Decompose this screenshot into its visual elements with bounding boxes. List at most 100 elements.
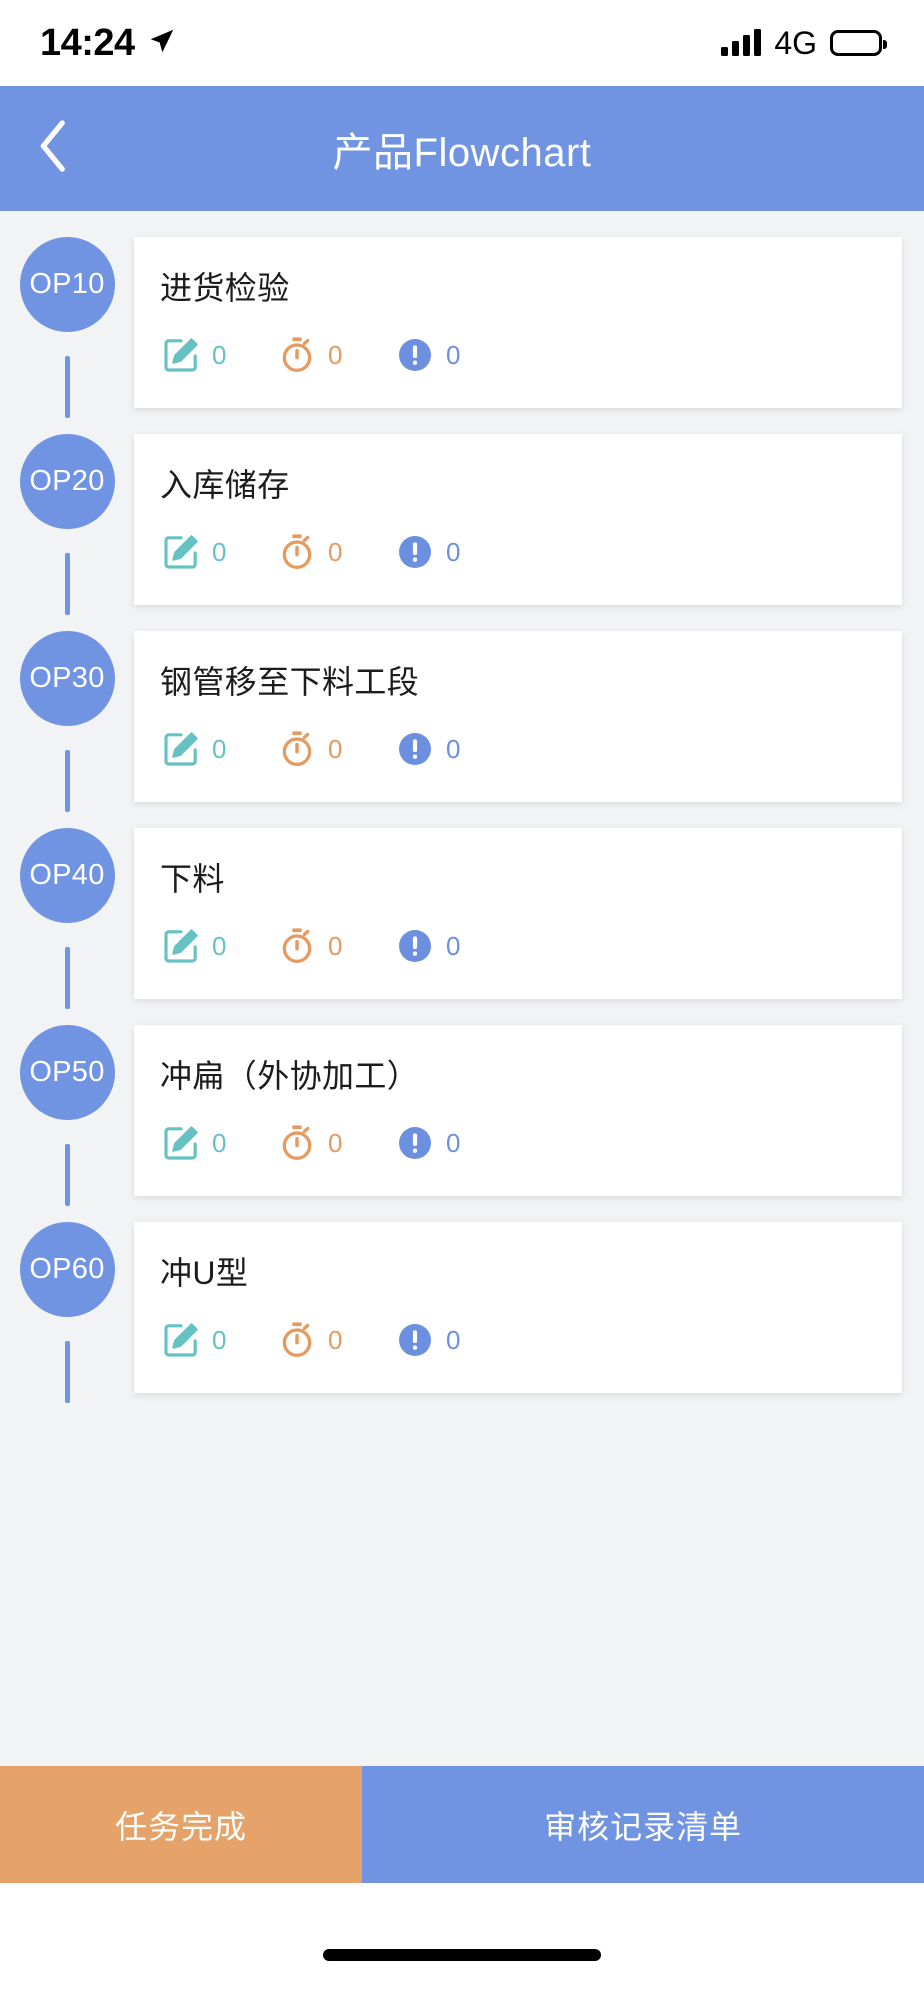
page-title: 产品Flowchart [332, 130, 592, 175]
note-count: 0 [212, 734, 227, 764]
home-indicator[interactable] [323, 1949, 601, 1961]
op-badge[interactable]: OP40 [19, 828, 115, 923]
status-bar-left: 14:24 [40, 24, 177, 62]
stopwatch-icon [276, 728, 318, 770]
exclamation-circle-icon [394, 531, 436, 573]
step-title: 进货检验 [160, 270, 290, 306]
timer-metric[interactable]: 0 [276, 531, 394, 573]
note-count: 0 [212, 931, 227, 961]
location-arrow-icon [147, 26, 177, 61]
edit-note-icon [160, 925, 202, 967]
step-connector-line [64, 750, 70, 812]
alert-metric[interactable]: 0 [394, 531, 510, 573]
step-metrics: 0 0 0 [160, 334, 902, 376]
status-bar: 14:24 4G [0, 0, 924, 86]
timer-count: 0 [328, 931, 343, 961]
note-metric[interactable]: 0 [160, 1319, 276, 1361]
stopwatch-icon [276, 925, 318, 967]
op-badge[interactable]: OP30 [19, 631, 115, 726]
timer-metric[interactable]: 0 [276, 334, 394, 376]
edit-note-icon [160, 531, 202, 573]
alert-count: 0 [446, 734, 461, 764]
step-connector-line [64, 947, 70, 1009]
step-rail: OP40 [0, 828, 134, 1009]
step-metrics: 0 0 0 [160, 925, 902, 967]
network-type-label: 4G [774, 25, 817, 61]
step-title: 下料 [160, 861, 225, 897]
bottom-action-bar: 任务完成 审核记录清单 [0, 1766, 924, 1883]
step-card[interactable]: 冲扁（外协加工） 0 0 0 [134, 1025, 902, 1196]
alert-count: 0 [446, 537, 461, 567]
step-card[interactable]: 入库储存 0 0 0 [134, 434, 902, 605]
step-rail: OP20 [0, 434, 134, 615]
alert-metric[interactable]: 0 [394, 1122, 510, 1164]
timer-count: 0 [328, 1325, 343, 1355]
stopwatch-icon [276, 1319, 318, 1361]
note-metric[interactable]: 0 [160, 728, 276, 770]
note-count: 0 [212, 1128, 227, 1158]
edit-note-icon [160, 728, 202, 770]
edit-note-icon [160, 334, 202, 376]
step-card[interactable]: 冲U型 0 0 0 [134, 1222, 902, 1393]
step-title: 冲U型 [160, 1255, 249, 1291]
note-metric[interactable]: 0 [160, 531, 276, 573]
status-time: 14:24 [40, 22, 135, 64]
step-connector-line [64, 356, 70, 418]
note-count: 0 [212, 537, 227, 567]
alert-count: 0 [446, 340, 461, 370]
alert-metric[interactable]: 0 [394, 334, 510, 376]
task-complete-button[interactable]: 任务完成 [0, 1766, 363, 1883]
note-metric[interactable]: 0 [160, 925, 276, 967]
step-title: 冲扁（外协加工） [160, 1058, 420, 1094]
note-metric[interactable]: 0 [160, 1122, 276, 1164]
step-metrics: 0 0 0 [160, 531, 902, 573]
alert-metric[interactable]: 0 [394, 925, 510, 967]
op-badge[interactable]: OP60 [19, 1222, 115, 1317]
timer-metric[interactable]: 0 [276, 728, 394, 770]
home-indicator-area [0, 1883, 924, 2000]
exclamation-circle-icon [394, 1122, 436, 1164]
timer-count: 0 [328, 734, 343, 764]
step-card[interactable]: 钢管移至下料工段 0 0 0 [134, 631, 902, 802]
step-title: 钢管移至下料工段 [160, 664, 420, 700]
signal-bars-icon [721, 29, 762, 56]
stopwatch-icon [276, 1122, 318, 1164]
exclamation-circle-icon [394, 728, 436, 770]
step-metrics: 0 0 0 [160, 1319, 902, 1361]
exclamation-circle-icon [394, 334, 436, 376]
audit-record-list-button[interactable]: 审核记录清单 [362, 1766, 924, 1883]
step-rail: OP30 [0, 631, 134, 812]
step-connector-line [64, 553, 70, 615]
step-card[interactable]: 下料 0 0 0 [134, 828, 902, 999]
stopwatch-icon [276, 531, 318, 573]
step-rail: OP60 [0, 1222, 134, 1403]
op-badge[interactable]: OP50 [19, 1025, 115, 1120]
step-card[interactable]: 进货检验 0 0 0 [134, 237, 902, 408]
exclamation-circle-icon [394, 925, 436, 967]
step-metrics: 0 0 0 [160, 1122, 902, 1164]
alert-count: 0 [446, 1325, 461, 1355]
op-badge[interactable]: OP20 [19, 434, 115, 529]
alert-metric[interactable]: 0 [394, 1319, 510, 1361]
note-metric[interactable]: 0 [160, 334, 276, 376]
back-button[interactable] [18, 86, 90, 211]
op-badge[interactable]: OP10 [19, 237, 115, 332]
timer-metric[interactable]: 0 [276, 1319, 394, 1361]
timer-count: 0 [328, 1128, 343, 1158]
edit-note-icon [160, 1319, 202, 1361]
step-rail: OP50 [0, 1025, 134, 1206]
battery-icon [830, 30, 887, 56]
timer-metric[interactable]: 0 [276, 1122, 394, 1164]
alert-metric[interactable]: 0 [394, 728, 510, 770]
step-connector-line [64, 1144, 70, 1206]
exclamation-circle-icon [394, 1319, 436, 1361]
timer-metric[interactable]: 0 [276, 925, 394, 967]
